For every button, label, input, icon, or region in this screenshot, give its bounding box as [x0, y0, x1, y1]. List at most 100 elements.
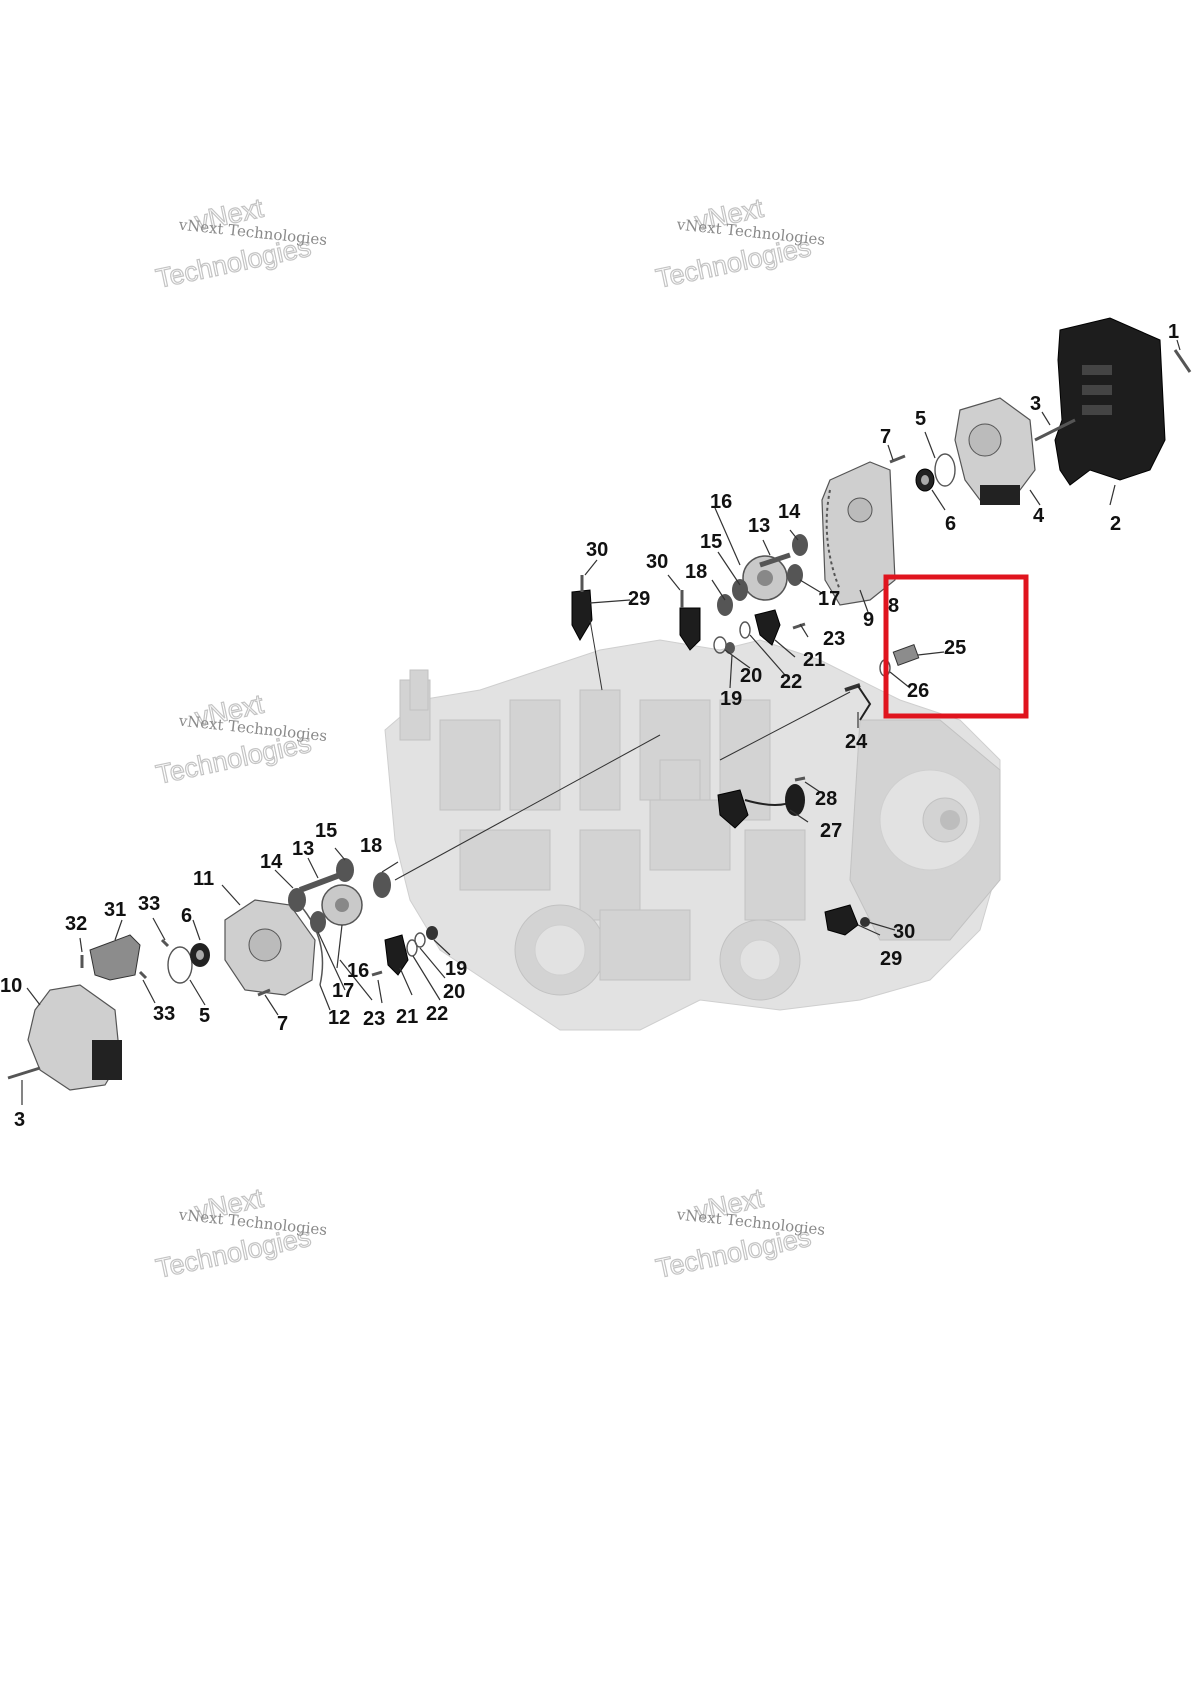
seal-bore — [921, 475, 929, 485]
callout-20: 20 — [443, 981, 465, 1003]
callout-8: 8 — [888, 595, 899, 617]
callout-23: 23 — [823, 628, 845, 650]
cover-hub-11 — [248, 928, 282, 962]
bolt-part-7-lower — [257, 988, 271, 997]
callout-27: 27 — [820, 820, 842, 842]
leader-lines — [21, 339, 1181, 1105]
shield-slot — [1082, 365, 1112, 375]
callout-16: 16 — [347, 960, 369, 982]
callout-24: 24 — [845, 731, 868, 753]
shield-part-2 — [1054, 317, 1166, 486]
callout-17: 17 — [818, 588, 840, 610]
callout-33: 33 — [138, 893, 160, 915]
bearing-part-15 — [732, 579, 748, 601]
callout-18: 18 — [685, 561, 707, 583]
sensor-part-27 — [717, 789, 749, 829]
bearing-part-14 — [792, 534, 808, 556]
callout-25: 25 — [944, 637, 966, 659]
shield-slot — [1082, 405, 1112, 415]
oring-part-22 — [739, 621, 751, 639]
callout-26: 26 — [907, 680, 929, 702]
callout-30: 30 — [646, 551, 668, 573]
bolt-part-3 — [1034, 418, 1076, 442]
callout-19: 19 — [445, 958, 467, 980]
callout-3: 3 — [1030, 393, 1041, 415]
oring-part-5 — [934, 453, 956, 487]
callout-10: 10 — [0, 975, 22, 997]
callout-3: 3 — [14, 1109, 25, 1131]
seal-bore-lower — [196, 950, 204, 960]
callout-11: 11 — [193, 868, 214, 890]
callout-13: 13 — [292, 838, 314, 860]
callout-4: 4 — [1033, 505, 1045, 527]
nut-part-19 — [725, 642, 735, 654]
callout-5: 5 — [915, 408, 926, 430]
bearing-part-18-lower — [373, 872, 391, 898]
callout-15: 15 — [700, 531, 722, 553]
sensor-part-29-upper — [571, 589, 593, 642]
shaft-part-13 — [759, 552, 791, 568]
callout-22: 22 — [780, 671, 802, 693]
shield-slot — [1082, 385, 1112, 395]
oring-part-22-lower — [406, 939, 418, 957]
sensor-part-21-lower — [384, 934, 409, 976]
bolt-part-33-a — [160, 938, 170, 948]
sensor-wire-24 — [857, 685, 872, 721]
callout-6: 6 — [945, 513, 956, 535]
sensor-part-29-upper-b — [679, 607, 701, 651]
assembly-axis-line — [719, 691, 851, 761]
bolt-part-28 — [794, 776, 806, 782]
shaft-part-13-lower — [298, 872, 342, 893]
callout-5: 5 — [199, 1005, 210, 1027]
callout-1: 1 — [1168, 321, 1179, 343]
callout-labels: 1 2 3 4 5 6 7 8 9 16 13 14 15 18 17 23 2… — [0, 321, 1179, 1131]
callout-2: 2 — [1110, 513, 1121, 535]
cover-hub — [847, 497, 873, 523]
callout-19: 19 — [720, 688, 742, 710]
bearing-part-14-lower — [288, 888, 306, 912]
callout-29: 29 — [880, 948, 902, 970]
callout-6: 6 — [181, 905, 192, 927]
callout-7: 7 — [277, 1013, 288, 1035]
callout-31: 31 — [104, 899, 126, 921]
callout-15: 15 — [315, 820, 337, 842]
callout-7: 7 — [880, 426, 891, 448]
gasket-chain — [825, 489, 841, 591]
bearing-part-17-lower — [310, 911, 326, 933]
bolt-part-30-lower — [860, 917, 870, 927]
callout-32: 32 — [65, 913, 87, 935]
plug-part-25 — [892, 644, 920, 666]
nut-part-19-lower — [426, 926, 438, 940]
cover-part-9 — [821, 461, 896, 606]
bracket-part-31 — [89, 934, 141, 981]
callout-17: 17 — [332, 980, 354, 1002]
actuator-connector-10 — [92, 1040, 122, 1080]
bolt-part-23 — [792, 622, 806, 630]
callout-30: 30 — [893, 921, 915, 943]
gear-hub — [757, 570, 773, 586]
assembly-axis-line — [394, 734, 661, 881]
callout-20: 20 — [740, 665, 762, 687]
callout-22: 22 — [426, 1003, 448, 1025]
gear-hub-lower — [335, 898, 349, 912]
callout-13: 13 — [748, 515, 770, 537]
oring-part-20-lower — [414, 932, 426, 948]
callout-33: 33 — [153, 1003, 175, 1025]
callout-21: 21 — [803, 649, 825, 671]
highlight-box — [883, 574, 1029, 719]
callout-14: 14 — [260, 851, 283, 873]
callout-12: 12 — [328, 1007, 350, 1029]
callout-14: 14 — [778, 501, 801, 523]
bolt-part-3-lower — [7, 1066, 41, 1080]
gasket-part-12 — [299, 904, 324, 986]
actuator-hub — [968, 423, 1002, 457]
bolt-part-7 — [889, 454, 906, 464]
bearing-part-17 — [787, 564, 803, 586]
callout-28: 28 — [815, 788, 837, 810]
oring-part-5-lower — [167, 946, 193, 984]
callout-29: 29 — [628, 588, 650, 610]
bolt-part-33-b — [138, 970, 148, 980]
sensor-part-24 — [844, 683, 861, 692]
connector-part-27 — [785, 784, 805, 816]
